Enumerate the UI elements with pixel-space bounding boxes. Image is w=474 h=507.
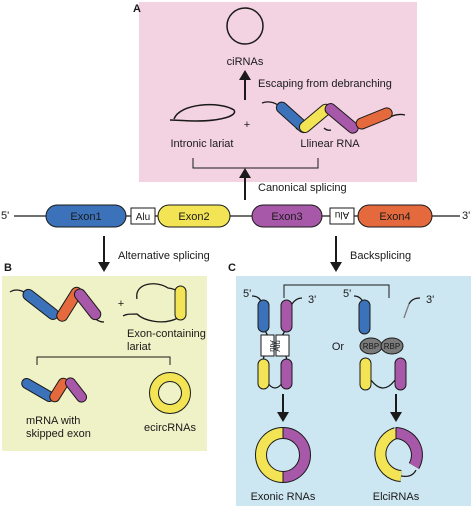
linear-rna-icon bbox=[261, 101, 406, 134]
panel-c-letter: C bbox=[228, 262, 236, 274]
exon4-label: Exon4 bbox=[379, 211, 410, 223]
exon-lariat-label-1: Exon-containing bbox=[127, 328, 206, 340]
c-left-three-prime: 3' bbox=[308, 294, 316, 306]
alu-box-2 bbox=[275, 334, 290, 357]
rbp-bridging-construct: 5' 3' RBP RBP bbox=[343, 288, 434, 391]
rbp-label-2: RBP bbox=[384, 342, 400, 351]
exon1-box bbox=[45, 204, 127, 228]
c-right-exon1 bbox=[358, 299, 371, 335]
panel-a-background bbox=[139, 2, 417, 182]
panel-b-plus: + bbox=[118, 298, 124, 310]
exon-lariat-exon2 bbox=[174, 285, 187, 321]
ecircrna-ring-fill bbox=[150, 373, 190, 413]
escape-arrow-head bbox=[239, 70, 251, 80]
linear-rna-label: Llinear RNA bbox=[300, 138, 360, 150]
gene-five-prime: 5' bbox=[1, 210, 9, 222]
alu-pairing-construct: 5' 3' Alu Alu bbox=[243, 288, 316, 390]
alu-forward-label: Alu bbox=[136, 212, 150, 223]
skipped-exon-mrna-icon bbox=[21, 377, 88, 403]
skipped-mrna-exon4 bbox=[49, 377, 69, 403]
panel-c-bracket bbox=[283, 284, 390, 298]
exon4-box bbox=[357, 204, 433, 228]
escape-label: Escaping from debranching bbox=[258, 78, 392, 90]
alu-forward-box bbox=[130, 207, 156, 225]
c-right-exon2 bbox=[359, 357, 372, 391]
panel-a-bracket bbox=[192, 158, 319, 169]
rbp-label-1: RBP bbox=[363, 342, 379, 351]
elcirnas-label: ElciRNAs bbox=[373, 491, 420, 503]
skipped-mrna-exon3 bbox=[64, 377, 88, 403]
ecircrnas-label: ecircRNAs bbox=[144, 422, 196, 434]
c-right-exon3 bbox=[394, 357, 407, 391]
panel-a-plus: + bbox=[244, 119, 250, 131]
gene-structure: 5' 3' Exon1 Alu Exon2 Exon3 Alu Exon4 bbox=[1, 204, 470, 228]
rbp-protein-2 bbox=[380, 337, 404, 355]
c-left-down-arrow-head bbox=[277, 412, 289, 422]
alu-reverse-label: Alu bbox=[335, 209, 349, 220]
intronic-lariat-icon bbox=[169, 104, 236, 122]
exon1-label: Exon1 bbox=[70, 211, 101, 223]
b-mrna-icon bbox=[9, 286, 105, 323]
gene-three-prime: 3' bbox=[462, 210, 470, 222]
c-left-exon2 bbox=[257, 358, 270, 390]
linear-rna-exon4 bbox=[355, 107, 393, 130]
panel-c: C 5' 3' Alu Alu Or 5' 3' RBP R bbox=[228, 262, 471, 506]
alu-label-1: Alu bbox=[268, 340, 277, 352]
canonical-arrow-head bbox=[239, 168, 251, 178]
exon3-label: Exon3 bbox=[271, 211, 302, 223]
alu-box-1 bbox=[260, 334, 275, 357]
alternative-arrow-head bbox=[98, 262, 110, 272]
panel-b-bracket bbox=[36, 356, 171, 365]
exon-lariat-label-2: lariat bbox=[127, 341, 151, 353]
b-mrna-exon3b bbox=[73, 288, 102, 321]
panel-c-background bbox=[236, 276, 471, 506]
panel-b: B + Exon-containing lariat mRNA with ski… bbox=[2, 262, 207, 451]
linear-rna-exon3 bbox=[324, 103, 359, 134]
alu-reverse-box bbox=[329, 207, 355, 225]
c-left-five-prime: 5' bbox=[243, 288, 251, 300]
elci-ring-purple bbox=[395, 428, 422, 469]
circ-rnas-label: ciRNAs bbox=[227, 56, 264, 68]
elci-ring-yellow bbox=[375, 428, 402, 481]
exonic-ring-purple bbox=[282, 428, 310, 482]
panel-a: A ciRNAs Escaping from debranching Intro… bbox=[133, 2, 417, 182]
skipped-mrna-label-1: mRNA with bbox=[26, 415, 80, 427]
c-left-exon1 bbox=[257, 299, 270, 333]
alternative-label: Alternative splicing bbox=[118, 250, 210, 262]
panel-a-letter: A bbox=[133, 3, 141, 15]
c-right-three-prime: 3' bbox=[426, 294, 434, 306]
elcirna-icon bbox=[374, 427, 423, 482]
skipped-mrna-label-2: skipped exon bbox=[26, 428, 91, 440]
exonic-circrna-icon bbox=[255, 427, 311, 483]
circ-rna-icon bbox=[226, 7, 264, 45]
exonic-ring-yellow bbox=[256, 428, 284, 482]
panel-b-letter: B bbox=[4, 262, 12, 274]
exon2-box bbox=[157, 204, 231, 228]
c-right-strand-grey bbox=[403, 303, 410, 319]
exonic-rnas-label: Exonic RNAs bbox=[251, 491, 316, 503]
canonical-label: Canonical splicing bbox=[258, 182, 347, 194]
c-left-exon3 bbox=[280, 299, 293, 333]
intronic-lariat-label: Intronic lariat bbox=[171, 138, 234, 150]
alu-label-2: Alu bbox=[273, 340, 282, 352]
backsplicing-arrow-head bbox=[330, 262, 342, 272]
exon3-box bbox=[251, 204, 323, 228]
c-right-five-prime: 5' bbox=[343, 288, 351, 300]
backsplicing-label: Backsplicing bbox=[350, 250, 411, 262]
c-right-down-arrow-head bbox=[390, 412, 402, 422]
or-label: Or bbox=[332, 341, 345, 353]
elci-intron-strand bbox=[400, 469, 417, 478]
exon-lariat-icon bbox=[122, 283, 187, 323]
c-left-exon3b bbox=[280, 358, 293, 390]
exon2-label: Exon2 bbox=[178, 211, 209, 223]
